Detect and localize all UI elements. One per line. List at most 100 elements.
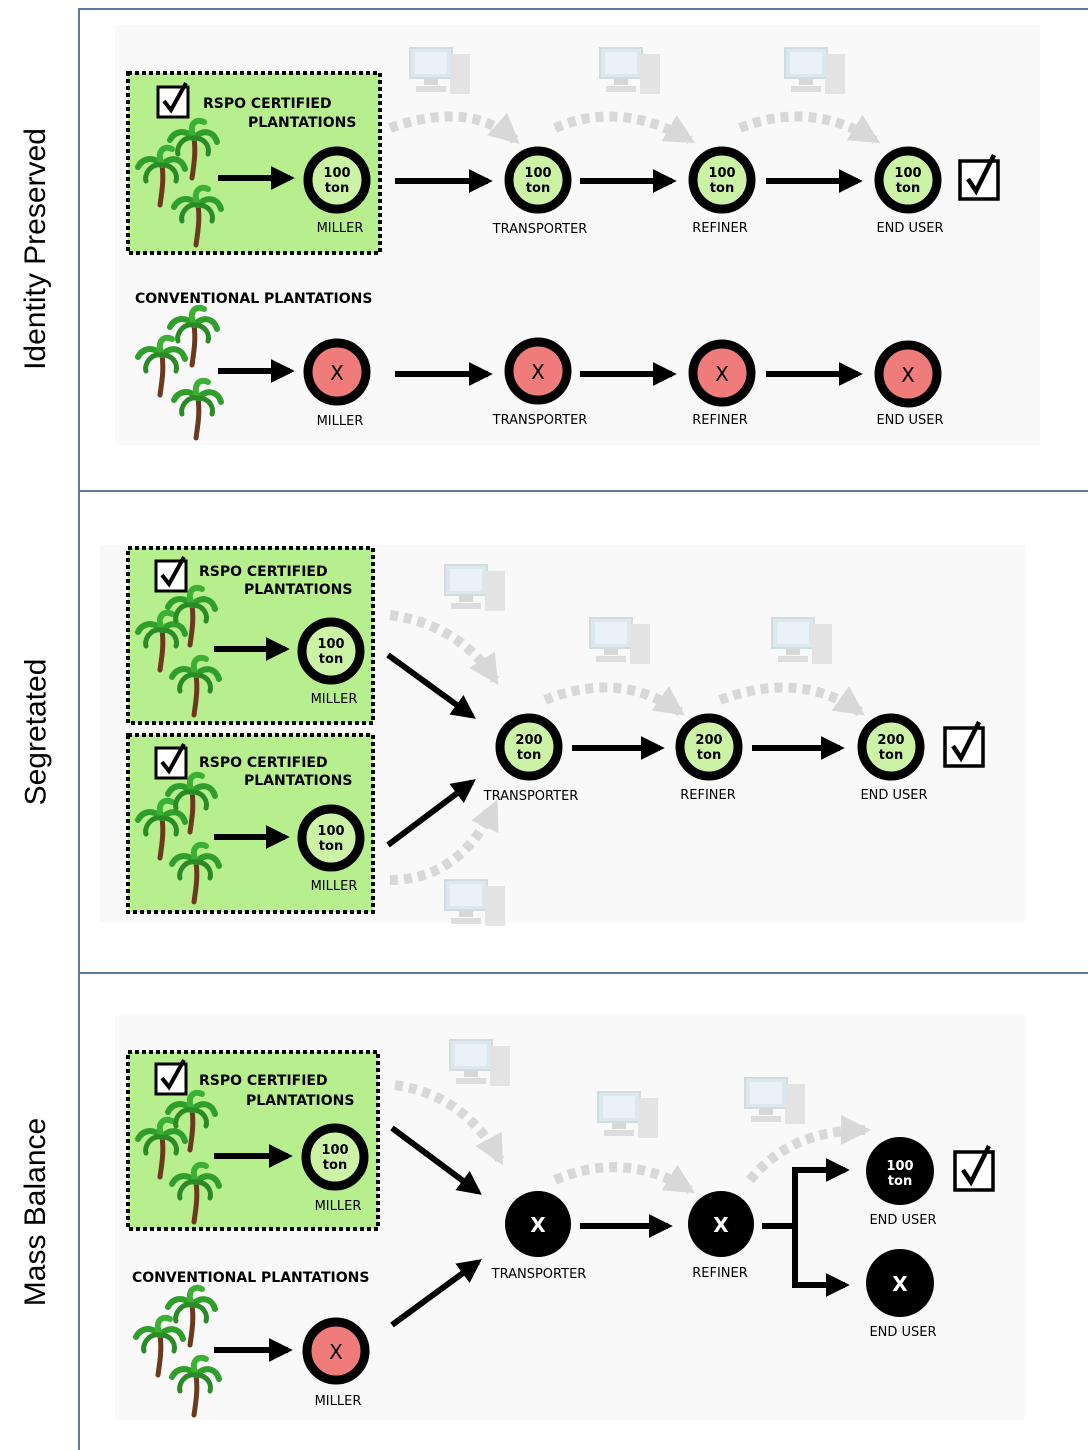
refiner-label: REFINER	[692, 413, 748, 428]
checkbox-icon	[154, 1058, 188, 1096]
svg-text:RSPO CERTIFIED: RSPO CERTIFIED	[199, 1073, 328, 1089]
computer-icon	[409, 47, 471, 95]
transporter-node	[505, 1191, 571, 1257]
svg-text:MILLER: MILLER	[311, 879, 358, 894]
checkbox-icon	[156, 81, 190, 119]
svg-text:X: X	[329, 1340, 343, 1364]
transporter-node	[495, 713, 563, 781]
svg-text:200: 200	[695, 733, 722, 748]
svg-text:PLANTATIONS: PLANTATIONS	[244, 582, 352, 598]
miller-node	[297, 804, 365, 872]
refiner-node	[675, 713, 743, 781]
svg-text:ton: ton	[325, 181, 349, 196]
svg-text:100: 100	[317, 637, 344, 652]
svg-text:END USER: END USER	[869, 1213, 936, 1228]
svg-text:X: X	[901, 363, 915, 387]
svg-text:MILLER: MILLER	[315, 1199, 362, 1214]
transporter-node	[504, 337, 572, 405]
arrow-icon	[390, 1259, 482, 1328]
computer-icon	[444, 879, 506, 927]
svg-text:ton: ton	[879, 748, 903, 763]
end-user-node	[866, 1249, 934, 1317]
mass-balance-diagram: RSPO CERTIFIED PLANTATIONS 100 ton MILLE…	[115, 1015, 1025, 1420]
miller-node	[301, 1123, 369, 1191]
end-user-node	[874, 146, 942, 214]
computer-icon	[784, 47, 846, 95]
computer-icon	[744, 1077, 806, 1125]
svg-text:ton: ton	[319, 652, 343, 667]
frame-left-border	[78, 8, 80, 1450]
computer-icon	[589, 617, 651, 665]
refiner-node	[688, 146, 756, 214]
transporter-label: TRANSPORTER	[492, 222, 588, 237]
svg-text:RSPO CERTIFIED: RSPO CERTIFIED	[199, 755, 328, 771]
end-user-node	[857, 713, 925, 781]
computer-icon	[449, 1039, 511, 1087]
svg-text:100: 100	[708, 166, 735, 181]
svg-text:100: 100	[894, 166, 921, 181]
frame-top-border	[78, 8, 1088, 10]
checkbox-icon	[154, 555, 188, 593]
svg-text:X: X	[531, 360, 545, 384]
rspo-label-line2: PLANTATIONS	[248, 115, 356, 131]
arrow-icon	[390, 1125, 482, 1195]
rspo-label-line1: RSPO CERTIFIED	[203, 96, 332, 112]
svg-text:ton: ton	[697, 748, 721, 763]
svg-text:PLANTATIONS: PLANTATIONS	[244, 773, 352, 789]
transporter-label: TRANSPORTER	[492, 413, 588, 428]
miller-node	[303, 338, 371, 406]
miller-node	[302, 1317, 370, 1385]
arrow-icon	[762, 1158, 850, 1229]
miller-label: MILLER	[317, 221, 364, 236]
end-user-label: END USER	[876, 221, 943, 236]
svg-text:MILLER: MILLER	[311, 692, 358, 707]
refiner-node	[688, 339, 756, 407]
svg-text:REFINER: REFINER	[680, 788, 736, 803]
end-user-node	[866, 1137, 934, 1205]
svg-text:TRANSPORTER: TRANSPORTER	[483, 789, 579, 804]
svg-text:ton: ton	[888, 1174, 912, 1189]
miller-label: MILLER	[317, 414, 364, 429]
segregated-diagram: RSPO CERTIFIED PLANTATIONS 100 ton MILLE…	[100, 545, 1025, 927]
refiner-node	[688, 1191, 754, 1257]
svg-text:REFINER: REFINER	[692, 1266, 748, 1281]
svg-text:100: 100	[317, 824, 344, 839]
svg-text:RSPO CERTIFIED: RSPO CERTIFIED	[199, 564, 328, 580]
svg-text:100: 100	[886, 1159, 913, 1174]
section-divider-1	[78, 490, 1088, 492]
section-divider-2	[78, 972, 1088, 974]
svg-text:END USER: END USER	[860, 788, 927, 803]
checkbox-icon	[154, 742, 188, 780]
arrow-icon	[386, 779, 476, 848]
svg-text:X: X	[530, 1213, 546, 1237]
refiner-label: REFINER	[692, 221, 748, 236]
svg-text:X: X	[713, 1213, 729, 1237]
svg-text:ton: ton	[323, 1158, 347, 1173]
checkbox-icon	[960, 155, 998, 199]
svg-text:ton: ton	[319, 839, 343, 854]
computer-icon	[599, 47, 661, 95]
svg-text:MILLER: MILLER	[315, 1394, 362, 1409]
svg-text:ton: ton	[896, 181, 920, 196]
checkbox-icon	[945, 722, 983, 766]
svg-text:TRANSPORTER: TRANSPORTER	[491, 1267, 587, 1282]
computer-icon	[444, 564, 506, 612]
checkbox-icon	[955, 1146, 993, 1190]
miller-node	[297, 617, 365, 685]
miller-node	[303, 146, 371, 214]
svg-text:CONVENTIONAL PLANTATIONS: CONVENTIONAL PLANTATIONS	[132, 1270, 369, 1286]
svg-text:100: 100	[323, 166, 350, 181]
svg-text:ton: ton	[710, 181, 734, 196]
conventional-label: CONVENTIONAL PLANTATIONS	[135, 291, 372, 307]
svg-text:100: 100	[524, 166, 551, 181]
svg-text:ton: ton	[526, 181, 550, 196]
end-user-label: END USER	[876, 413, 943, 428]
identity-preserved-diagram: RSPO CERTIFIED PLANTATIONS 100 ton MILLE…	[115, 25, 1040, 445]
svg-text:ton: ton	[517, 748, 541, 763]
svg-text:PLANTATIONS: PLANTATIONS	[246, 1093, 354, 1109]
svg-text:END USER: END USER	[869, 1325, 936, 1340]
svg-text:X: X	[715, 362, 729, 386]
svg-text:X: X	[892, 1272, 908, 1296]
svg-text:200: 200	[515, 733, 542, 748]
